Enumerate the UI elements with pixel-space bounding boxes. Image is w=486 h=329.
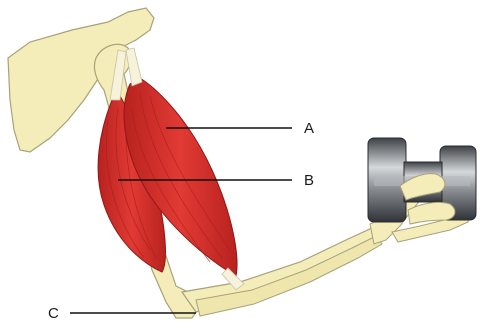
label-a: A <box>304 120 314 137</box>
label-b: B <box>304 172 314 189</box>
label-c: C <box>48 305 59 322</box>
